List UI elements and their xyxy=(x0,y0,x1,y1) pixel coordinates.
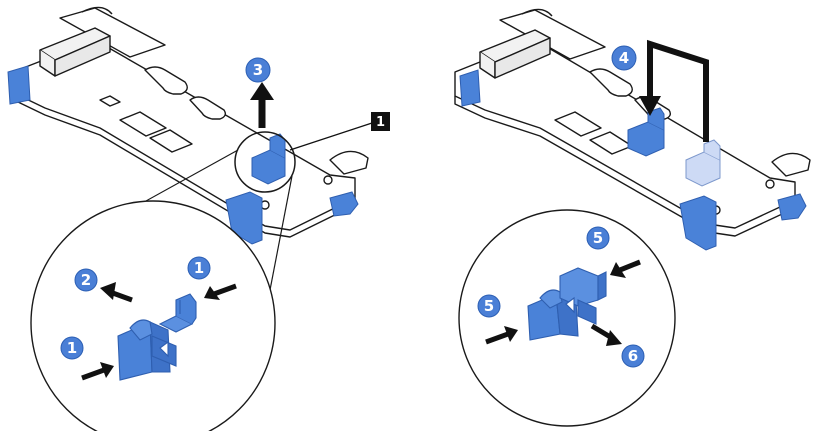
left-retainer-small xyxy=(251,133,286,185)
right-figure: 4 5 xyxy=(454,8,811,427)
label-box-1: 1 xyxy=(289,112,390,151)
left-retainer-large xyxy=(117,293,197,381)
left-lift-arrow xyxy=(250,82,274,128)
right-retainer-small xyxy=(627,107,665,157)
left-figure: 3 1 xyxy=(7,6,390,431)
right-zoom-arrows xyxy=(485,259,641,346)
callout-1-top-label: 1 xyxy=(194,259,204,277)
right-retainer-large xyxy=(527,267,607,341)
right-zoom-callouts: 5 5 6 xyxy=(477,226,645,368)
callout-4-label: 4 xyxy=(619,49,629,67)
callout-5-top-label: 5 xyxy=(593,229,603,247)
callout-4: 4 xyxy=(611,45,637,71)
right-retainer-ghost xyxy=(685,139,721,187)
callout-2-label: 2 xyxy=(81,271,91,289)
callout-1-bottom-label: 1 xyxy=(67,339,77,357)
left-zoom-circle xyxy=(30,200,276,431)
left-zoom-arrows xyxy=(81,282,237,381)
callout-3: 3 xyxy=(245,57,271,83)
callout-3-label: 3 xyxy=(253,61,263,79)
left-blue-clips xyxy=(7,65,359,245)
callout-5-left-label: 5 xyxy=(484,297,494,315)
label-box-1-text: 1 xyxy=(376,115,385,130)
right-blue-clips xyxy=(459,69,807,251)
callout-6-label: 6 xyxy=(628,347,638,365)
left-focus-circle xyxy=(234,131,296,193)
left-zoom-callouts: 2 1 1 xyxy=(60,256,211,360)
left-backplane xyxy=(17,6,369,238)
right-backplane xyxy=(454,8,811,237)
right-move-arrow xyxy=(639,39,709,142)
